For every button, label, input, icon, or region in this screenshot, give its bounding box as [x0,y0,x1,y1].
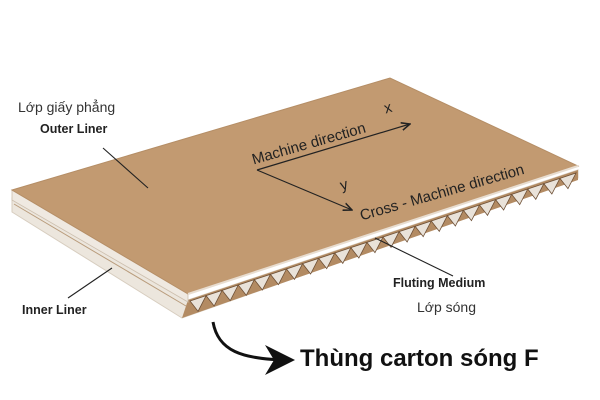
flute-wave [462,204,481,222]
flute-wave [334,246,352,265]
flute-wave [543,177,561,195]
flute-wave [350,241,368,259]
flute-wave [221,284,240,302]
flute-wave [366,236,384,254]
flute-wave [189,294,207,313]
fluting-medium-band [182,170,578,318]
fluting-medium-leader [374,237,454,277]
cross-direction-arrow [256,169,352,210]
flute-wave [301,257,320,275]
flute-wave [559,172,577,190]
flute-wave [414,220,433,238]
outer-liner-front-edge [187,165,579,295]
fluting-medium-label-en: Fluting Medium [393,276,486,290]
flute-wave [430,214,449,233]
flute-wave [382,230,400,249]
flute-wave [205,289,223,307]
flute-wave [398,225,416,243]
title-curved-arrow [211,321,295,375]
inner-liner-leader [67,267,113,299]
left-edge-line [13,203,187,307]
machine-direction-arrow [256,124,410,171]
outer-liner-label-vi: Lớp giấy phẳng [18,99,116,115]
flute-waves [189,172,577,313]
flute-wave [285,262,304,281]
flute-wave [253,273,272,291]
flute-wave [494,193,513,211]
outer-liner-leader [102,147,149,189]
flute-wave [269,268,288,286]
flute-wave [318,252,336,270]
fluting-medium-label-vi: Lớp sóng [417,299,477,315]
flute-wave [237,278,256,297]
diagram-title: Thùng carton sóng F [300,345,539,372]
flute-wave [478,198,497,217]
outer-liner-label-en: Outer Liner [40,122,108,136]
flute-wave [446,209,465,227]
flute-wave [511,188,529,206]
flute-wave [527,182,545,201]
inner-liner-label-en: Inner Liner [22,303,87,317]
